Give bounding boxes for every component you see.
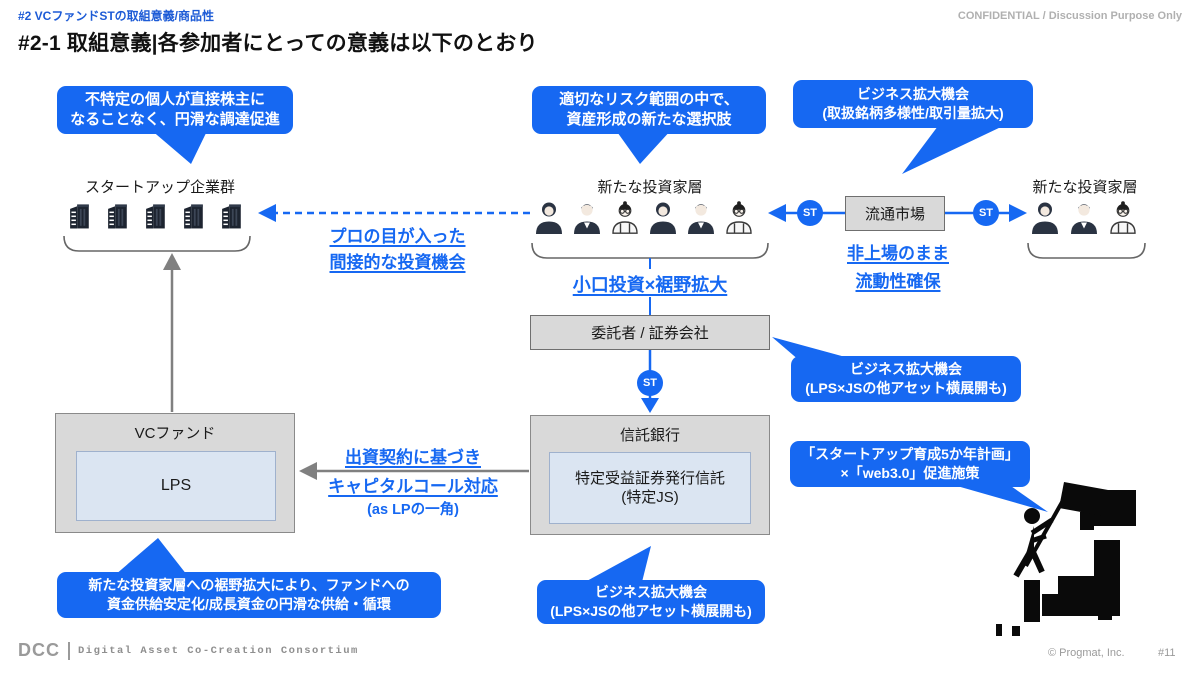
investor-elder-icon <box>610 197 640 237</box>
dcc-logo: DCC <box>18 640 60 660</box>
investor-woman-icon <box>648 197 678 237</box>
callout-broker-benefit: ビジネス拡大機会 (LPS×JSの他アセット横展開も) <box>791 356 1021 402</box>
consortium-name: Digital Asset Co-Creation Consortium <box>78 644 359 657</box>
callout-fund-benefit: 新たな投資家層への裾野拡大により、ファンドへの 資金供給安定化/成長資金の円滑な… <box>57 572 441 618</box>
building-icon <box>139 198 171 234</box>
trust-product-box: 特定受益証券発行信託 (特定JS) <box>549 452 751 524</box>
japan-flag-icon <box>988 476 1148 636</box>
callout-policy: 「スタートアップ育成5か年計画」 ×「web3.0」促進施策 <box>790 441 1030 487</box>
startup-icon-row <box>63 198 247 234</box>
footer-logo: DCC Digital Asset Co-Creation Consortium <box>18 640 359 661</box>
trust-bank-box: 信託銀行 特定受益証券発行信託 (特定JS) <box>530 415 770 535</box>
lps-box: LPS <box>76 451 276 521</box>
page-title: #2-1 取組意義|各参加者にとっての意義は以下のとおり <box>18 32 538 55</box>
investor-man-icon <box>572 197 602 237</box>
broker-box: 委託者 / 証券会社 <box>530 315 770 350</box>
investor-woman-icon <box>534 197 564 237</box>
annotation-capital-call: 出資契約に基づき キャピタルコール対応 <box>328 448 498 496</box>
vc-fund-label: VCファンド <box>134 425 216 442</box>
copyright-label: © Progmat, Inc. <box>1048 647 1125 659</box>
investor-man-icon <box>686 197 716 237</box>
investor-woman-icon <box>1030 197 1060 237</box>
callout-issuer-benefit: 不特定の個人が直接株主に なることなく、円滑な調達促進 <box>57 86 293 134</box>
confidential-label: CONFIDENTIAL / Discussion Purpose Only <box>957 10 1182 22</box>
building-icon <box>101 198 133 234</box>
annotation-unlisted-liquidity: 非上場のまま 流動性確保 <box>847 244 949 292</box>
callout-trust-benefit: ビジネス拡大機会 (LPS×JSの他アセット横展開も) <box>537 580 765 624</box>
investor-icon-row-right <box>1030 197 1138 237</box>
callout-market-benefit: ビジネス拡大機会 (取扱銘柄多様性/取引量拡大) <box>793 80 1033 128</box>
investor-elder-icon <box>1108 197 1138 237</box>
building-icon <box>63 198 95 234</box>
market-box: 流通市場 <box>845 196 945 231</box>
annotation-capital-call-note: (as LPの一角) <box>367 502 459 518</box>
logo-divider <box>68 641 70 660</box>
page-number: #11 <box>1158 647 1176 659</box>
annotation-small-lot: 小口投資×裾野拡大 <box>572 275 728 295</box>
vc-fund-box: VCファンド LPS <box>55 413 295 533</box>
slide-eyebrow: #2 VCファンドSTの取組意義/商品性 <box>18 9 215 23</box>
building-icon <box>177 198 209 234</box>
investor-elder-icon <box>724 197 754 237</box>
investor-man-icon <box>1069 197 1099 237</box>
annotation-indirect-invest: プロの目が入った 間接的な投資機会 <box>329 227 466 273</box>
st-badge: ST <box>973 200 999 226</box>
st-badge: ST <box>637 370 663 396</box>
investor-group-center-label: 新たな投資家層 <box>597 179 703 196</box>
investor-group-right-label: 新たな投資家層 <box>1032 179 1138 196</box>
callout-investor-benefit: 適切なリスク範囲の中で、 資産形成の新たな選択肢 <box>532 86 766 134</box>
investor-icon-row-center <box>534 197 754 237</box>
trust-bank-label: 信託銀行 <box>619 427 680 444</box>
building-icon <box>215 198 247 234</box>
st-badge: ST <box>797 200 823 226</box>
startup-group-label: スタートアップ企業群 <box>84 179 235 196</box>
